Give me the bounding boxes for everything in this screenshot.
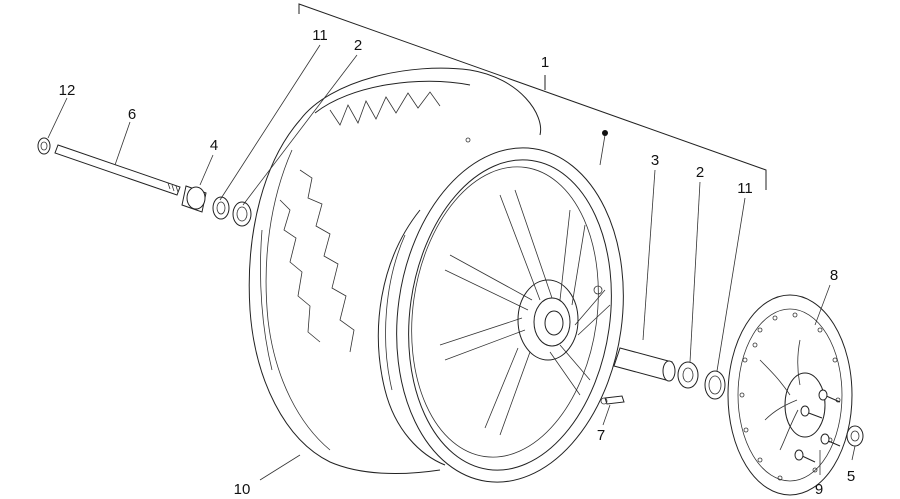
assembly-bracket <box>298 3 767 190</box>
label-6: 6 <box>128 106 136 123</box>
bearing-right-part <box>677 361 699 389</box>
label-3: 3 <box>651 152 659 169</box>
inner-spacer-part <box>181 185 207 213</box>
label-2-right: 2 <box>696 164 704 181</box>
seal-left-part <box>212 196 230 220</box>
label-12: 12 <box>59 82 76 99</box>
leader-lines <box>47 44 856 481</box>
nut-part <box>846 425 864 447</box>
label-2-left: 2 <box>354 37 362 54</box>
bearing-left-part <box>232 201 252 227</box>
wheel-rim <box>377 137 624 483</box>
brake-disc-part <box>727 294 853 496</box>
label-10: 10 <box>234 481 251 498</box>
label-9: 9 <box>815 481 823 498</box>
spacer-part <box>613 347 676 382</box>
label-11-left: 11 <box>312 27 328 44</box>
tyre <box>248 67 542 475</box>
seal-right-part <box>704 370 726 400</box>
label-5: 5 <box>847 468 855 485</box>
label-4: 4 <box>210 137 218 154</box>
label-1: 1 <box>541 54 549 71</box>
wheel-spindle-part <box>54 144 181 196</box>
label-11-right: 11 <box>737 180 753 197</box>
label-8: 8 <box>830 267 838 284</box>
disc-holes <box>739 312 841 481</box>
spindle-nut-part <box>37 137 51 155</box>
label-7: 7 <box>597 427 605 444</box>
valve-part <box>600 395 625 405</box>
disc-screw-part <box>794 389 841 463</box>
